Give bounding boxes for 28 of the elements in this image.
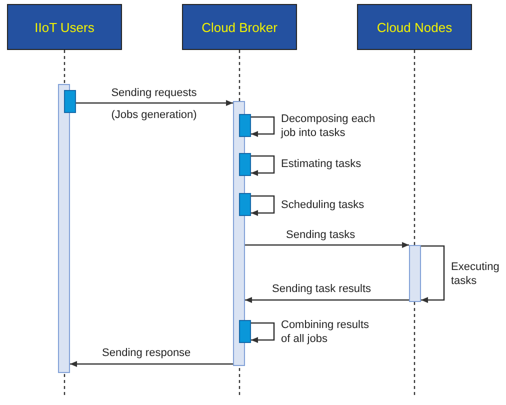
self-message-arrow	[251, 155, 275, 176]
message-arrow	[70, 361, 233, 367]
self-message-arrow	[421, 245, 445, 303]
activation-block	[239, 114, 251, 137]
participant-box: IIoT Users	[7, 4, 122, 50]
message-label: Combining results of all jobs	[281, 318, 370, 346]
self-message-arrow	[251, 322, 275, 343]
message-label: Scheduling tasks	[281, 198, 364, 212]
activation-bar	[58, 84, 70, 373]
activation-block	[239, 153, 251, 176]
message-label: Sending task results	[272, 282, 372, 296]
message-arrow	[245, 242, 409, 248]
message-arrow	[76, 100, 233, 106]
message-label: Executing tasks	[451, 260, 500, 288]
activation-bar	[409, 245, 421, 302]
message-label: Estimating tasks	[281, 157, 362, 171]
message-label: Decomposing each job into tasks	[281, 112, 376, 140]
message-arrow	[245, 297, 409, 303]
self-message-arrow	[251, 195, 275, 216]
message-label: Sending response	[102, 346, 191, 360]
activation-block	[64, 90, 76, 113]
message-label: Sending requests (Jobs generation)	[110, 86, 198, 123]
participant-box: Cloud Nodes	[357, 4, 472, 50]
participant-box: Cloud Broker	[182, 4, 297, 50]
self-message-arrow	[251, 116, 275, 137]
activation-block	[239, 193, 251, 216]
message-label: Sending tasks	[286, 228, 356, 242]
activation-block	[239, 320, 251, 343]
